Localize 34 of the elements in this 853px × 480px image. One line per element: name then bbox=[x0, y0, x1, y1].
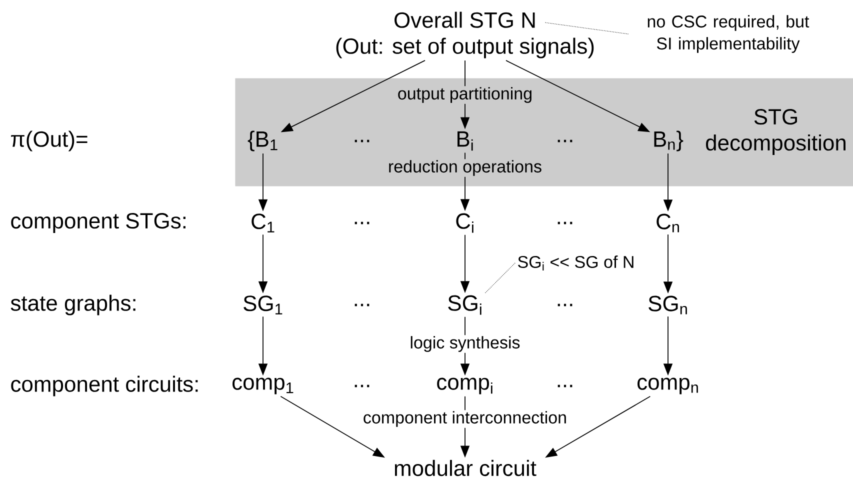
row-label: component STGs: bbox=[11, 213, 186, 233]
ellipsis: ... bbox=[558, 304, 572, 306]
edge-label: reduction operations bbox=[386, 159, 544, 177]
stage-text: C$_{i}$ bbox=[456, 213, 474, 233]
leader-line bbox=[484, 262, 516, 294]
edge-label: output partitioning bbox=[396, 86, 534, 104]
row-label: π(Out)= bbox=[11, 130, 88, 152]
title-text: Overall STG N (Out: set of output signals) bbox=[336, 12, 594, 58]
row-label: component circuits: bbox=[11, 376, 198, 396]
stage-text: comp$_{1}$ bbox=[232, 378, 294, 394]
ellipsis: ... bbox=[354, 384, 370, 388]
leader-line bbox=[544, 22, 629, 34]
stage-text: C$_{1}$ bbox=[252, 214, 274, 232]
ellipsis: ... bbox=[558, 384, 572, 388]
edge-label: component interconnection bbox=[362, 410, 568, 428]
stage-text: SG$_{1}$ bbox=[244, 296, 282, 314]
ellipsis: ... bbox=[558, 140, 572, 142]
note-text: SG$_{i}$ << SG of N bbox=[518, 256, 634, 270]
row-label: state graphs: bbox=[10, 294, 136, 316]
ellipsis: ... bbox=[354, 140, 370, 142]
stage-text: B$_{i}$ bbox=[458, 131, 473, 151]
ellipsis: ... bbox=[354, 304, 370, 306]
stage-text: modular circuit bbox=[394, 460, 536, 476]
edge-label: logic synthesis bbox=[408, 335, 522, 353]
stage-text: comp$_{n}$ bbox=[638, 378, 698, 394]
stage-text: {B$_{1}$ bbox=[248, 130, 278, 152]
note-text: no CSC required, but SI implementability bbox=[648, 15, 810, 53]
stage-text: B$_{n}$} bbox=[654, 130, 684, 152]
stage-text: C$_{n}$ bbox=[656, 214, 679, 232]
stage-text: comp$_{i}$ bbox=[437, 378, 492, 394]
stage-text: SG$_{i}$ bbox=[448, 295, 482, 315]
ellipsis: ... bbox=[558, 222, 572, 224]
stage-text: SG$_{n}$ bbox=[648, 296, 687, 314]
ellipsis: ... bbox=[354, 222, 370, 224]
